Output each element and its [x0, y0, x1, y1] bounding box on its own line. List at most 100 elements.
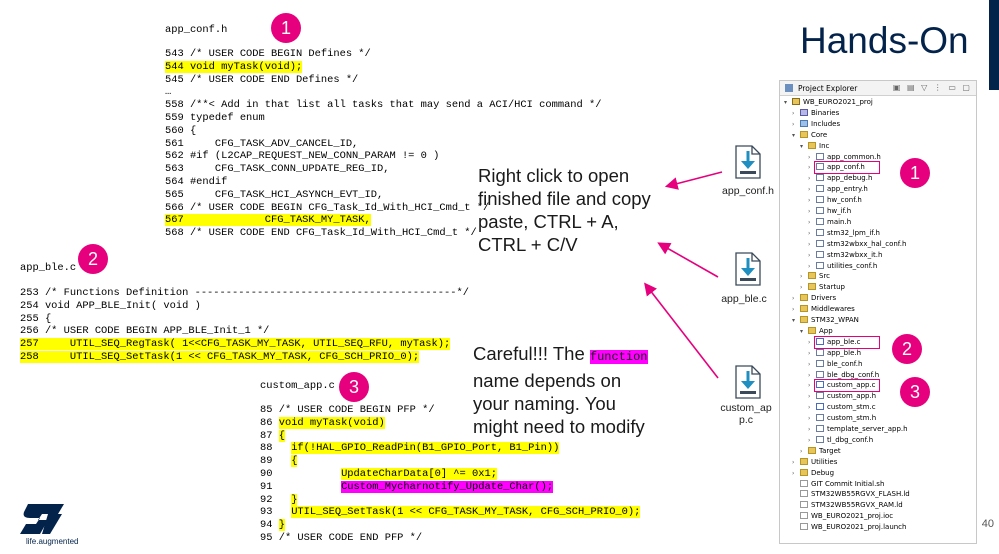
- tree-item[interactable]: ›custom_stm.c: [808, 402, 876, 413]
- tree-item[interactable]: › Drivers: [792, 293, 836, 304]
- chevron-right-icon[interactable]: ›: [808, 371, 811, 379]
- file-download-icon[interactable]: [732, 252, 764, 286]
- chevron-right-icon[interactable]: ›: [808, 240, 811, 248]
- tree-item-label: Utilities: [811, 457, 838, 466]
- tree-item[interactable]: ›Target: [800, 446, 841, 457]
- tree-item[interactable]: ›utilities_conf.h: [808, 261, 877, 272]
- chevron-right-icon[interactable]: ›: [808, 360, 811, 368]
- chevron-right-icon[interactable]: ›: [792, 469, 795, 477]
- tree-item[interactable]: ›custom_stm.h: [808, 413, 876, 424]
- chevron-right-icon[interactable]: ›: [808, 208, 811, 215]
- tree-item[interactable]: ›hw_conf.h: [808, 195, 862, 206]
- chevron-right-icon[interactable]: ›: [808, 175, 811, 183]
- chevron-right-icon[interactable]: ›: [808, 262, 811, 270]
- tree-item[interactable]: ›Src: [800, 271, 830, 282]
- h-file-icon: [816, 348, 824, 356]
- code-line: 258 UTIL_SEQ_SetTask(1 << CFG_TASK_MY_TA…: [20, 350, 469, 364]
- tree-item[interactable]: ›stm32wbxx_it.h: [808, 250, 882, 261]
- folder-file-icon: [800, 457, 808, 465]
- tree-item[interactable]: WB_EURO2021_proj.launch: [792, 522, 906, 533]
- code-line: 559 typedef enum: [165, 112, 601, 125]
- chevron-right-icon[interactable]: ›: [808, 251, 811, 259]
- chevron-right-icon[interactable]: ›: [792, 458, 795, 466]
- tree-item[interactable]: ›template_server_app.h: [808, 424, 908, 435]
- chevron-right-icon[interactable]: ›: [808, 382, 811, 390]
- h-file-icon: [816, 261, 824, 269]
- chevron-right-icon[interactable]: ›: [808, 218, 811, 226]
- tree-item[interactable]: ›app_entry.h: [808, 184, 868, 195]
- chevron-right-icon[interactable]: ›: [808, 197, 811, 205]
- custom-app-filename: custom_app.c: [260, 380, 335, 392]
- chevron-right-icon[interactable]: ›: [808, 164, 811, 172]
- chevron-right-icon[interactable]: ›: [808, 186, 811, 194]
- file-download-icon[interactable]: [732, 365, 764, 399]
- tree-item[interactable]: ›hw_if.h: [808, 206, 851, 217]
- chevron-right-icon[interactable]: ›: [808, 153, 811, 161]
- chevron-down-icon[interactable]: ▾: [784, 99, 788, 106]
- tree-item[interactable]: › Utilities: [792, 457, 837, 468]
- tree-item[interactable]: STM32WB55RGVX_RAM.ld: [792, 500, 903, 511]
- chevron-down-icon[interactable]: ▾: [800, 327, 804, 335]
- tree-item-label: ble_conf.h: [827, 359, 863, 368]
- code-text: 563 CFG_TASK_CONN_UPDATE_REG_ID,: [165, 163, 390, 176]
- chevron-down-icon[interactable]: ▾: [792, 131, 796, 139]
- explorer-tab-icon: [785, 84, 793, 92]
- tree-item[interactable]: ›stm32_lpm_if.h: [808, 228, 880, 239]
- tree-item-label: Drivers: [811, 294, 837, 303]
- tree-item[interactable]: ›custom_app.h: [808, 391, 876, 402]
- chevron-right-icon[interactable]: ›: [808, 338, 811, 346]
- tree-item[interactable]: ›app_ble.c: [808, 337, 860, 348]
- tree-item[interactable]: ▾Inc: [800, 141, 829, 152]
- tree-item[interactable]: ›Includes: [792, 119, 840, 130]
- tree-item[interactable]: ›app_conf.h: [808, 162, 865, 173]
- tree-item[interactable]: ›app_ble.h: [808, 348, 861, 359]
- tree-item[interactable]: ▾STM32_WPAN: [792, 315, 859, 326]
- tree-item[interactable]: GIT Commit Initial.sh: [792, 479, 884, 490]
- h-file-icon: [816, 425, 824, 432]
- chevron-right-icon[interactable]: ›: [800, 284, 803, 292]
- tree-item[interactable]: ›tl_dbg_conf.h: [808, 435, 873, 446]
- chevron-right-icon[interactable]: ›: [808, 349, 811, 357]
- project-explorer-title[interactable]: Project Explorer: [798, 84, 858, 93]
- tree-item[interactable]: ›Middlewares: [792, 304, 855, 315]
- code-text: UpdateCharData[0] ^= 0x1;: [341, 467, 497, 480]
- tree-item[interactable]: ▾App: [800, 326, 833, 337]
- file-download-icon[interactable]: [732, 145, 764, 179]
- chevron-right-icon[interactable]: ›: [808, 426, 811, 433]
- tree-item[interactable]: WB_EURO2021_proj.ioc: [792, 511, 893, 522]
- tree-item[interactable]: ›Startup: [800, 282, 845, 293]
- inc-file-icon: [800, 119, 808, 127]
- tree-item[interactable]: ›Debug: [792, 468, 834, 479]
- chevron-right-icon[interactable]: ›: [800, 273, 803, 281]
- tree-item[interactable]: ›Binaries: [792, 108, 839, 119]
- chevron-right-icon[interactable]: ›: [792, 120, 795, 128]
- chevron-right-icon[interactable]: ›: [792, 295, 795, 303]
- tree-item[interactable]: ›app_debug.h: [808, 173, 872, 184]
- tree-item[interactable]: ▾WB_EURO2021_proj: [784, 97, 873, 108]
- code-line: 92 }: [260, 493, 640, 507]
- code-text: void myTask(void): [278, 416, 385, 429]
- chevron-right-icon[interactable]: ›: [808, 415, 811, 423]
- tree-item[interactable]: › ble_conf.h: [808, 359, 862, 370]
- chevron-right-icon[interactable]: ›: [808, 436, 811, 444]
- tree-item[interactable]: ›app_common.h: [808, 152, 881, 163]
- chevron-right-icon[interactable]: ›: [800, 447, 803, 455]
- tree-item[interactable]: ›ble_dbg_conf.h: [808, 370, 879, 381]
- code-text: UTIL_SEQ_SetTask(1 << CFG_TASK_MY_TASK, …: [291, 506, 641, 519]
- tree-item[interactable]: ›main.h: [808, 217, 851, 228]
- tree-item[interactable]: STM32WB55RGVX_FLASH.ld: [792, 489, 910, 500]
- tree-item[interactable]: ▾Core: [792, 130, 827, 141]
- code-text: 568 /* USER CODE END CFG_Task_Id_With_HC…: [165, 227, 477, 240]
- chevron-down-icon[interactable]: ▾: [792, 317, 796, 324]
- chevron-down-icon[interactable]: ▾: [800, 142, 804, 150]
- chevron-right-icon[interactable]: ›: [792, 109, 795, 117]
- chevron-right-icon[interactable]: ›: [808, 229, 811, 237]
- explorer-toolbar-icons[interactable]: ▣ ▤ ▽ ⋮ ▭ ▢: [892, 83, 972, 92]
- chevron-right-icon[interactable]: ›: [808, 393, 811, 401]
- tree-item[interactable]: ›custom_app.c: [808, 380, 876, 391]
- chevron-right-icon[interactable]: ›: [808, 404, 811, 412]
- folder-file-icon: [808, 283, 816, 291]
- tree-item[interactable]: ›stm32wbxx_hal_conf.h: [808, 239, 906, 250]
- chevron-right-icon[interactable]: ›: [792, 306, 795, 314]
- folder-file-icon: [808, 272, 816, 280]
